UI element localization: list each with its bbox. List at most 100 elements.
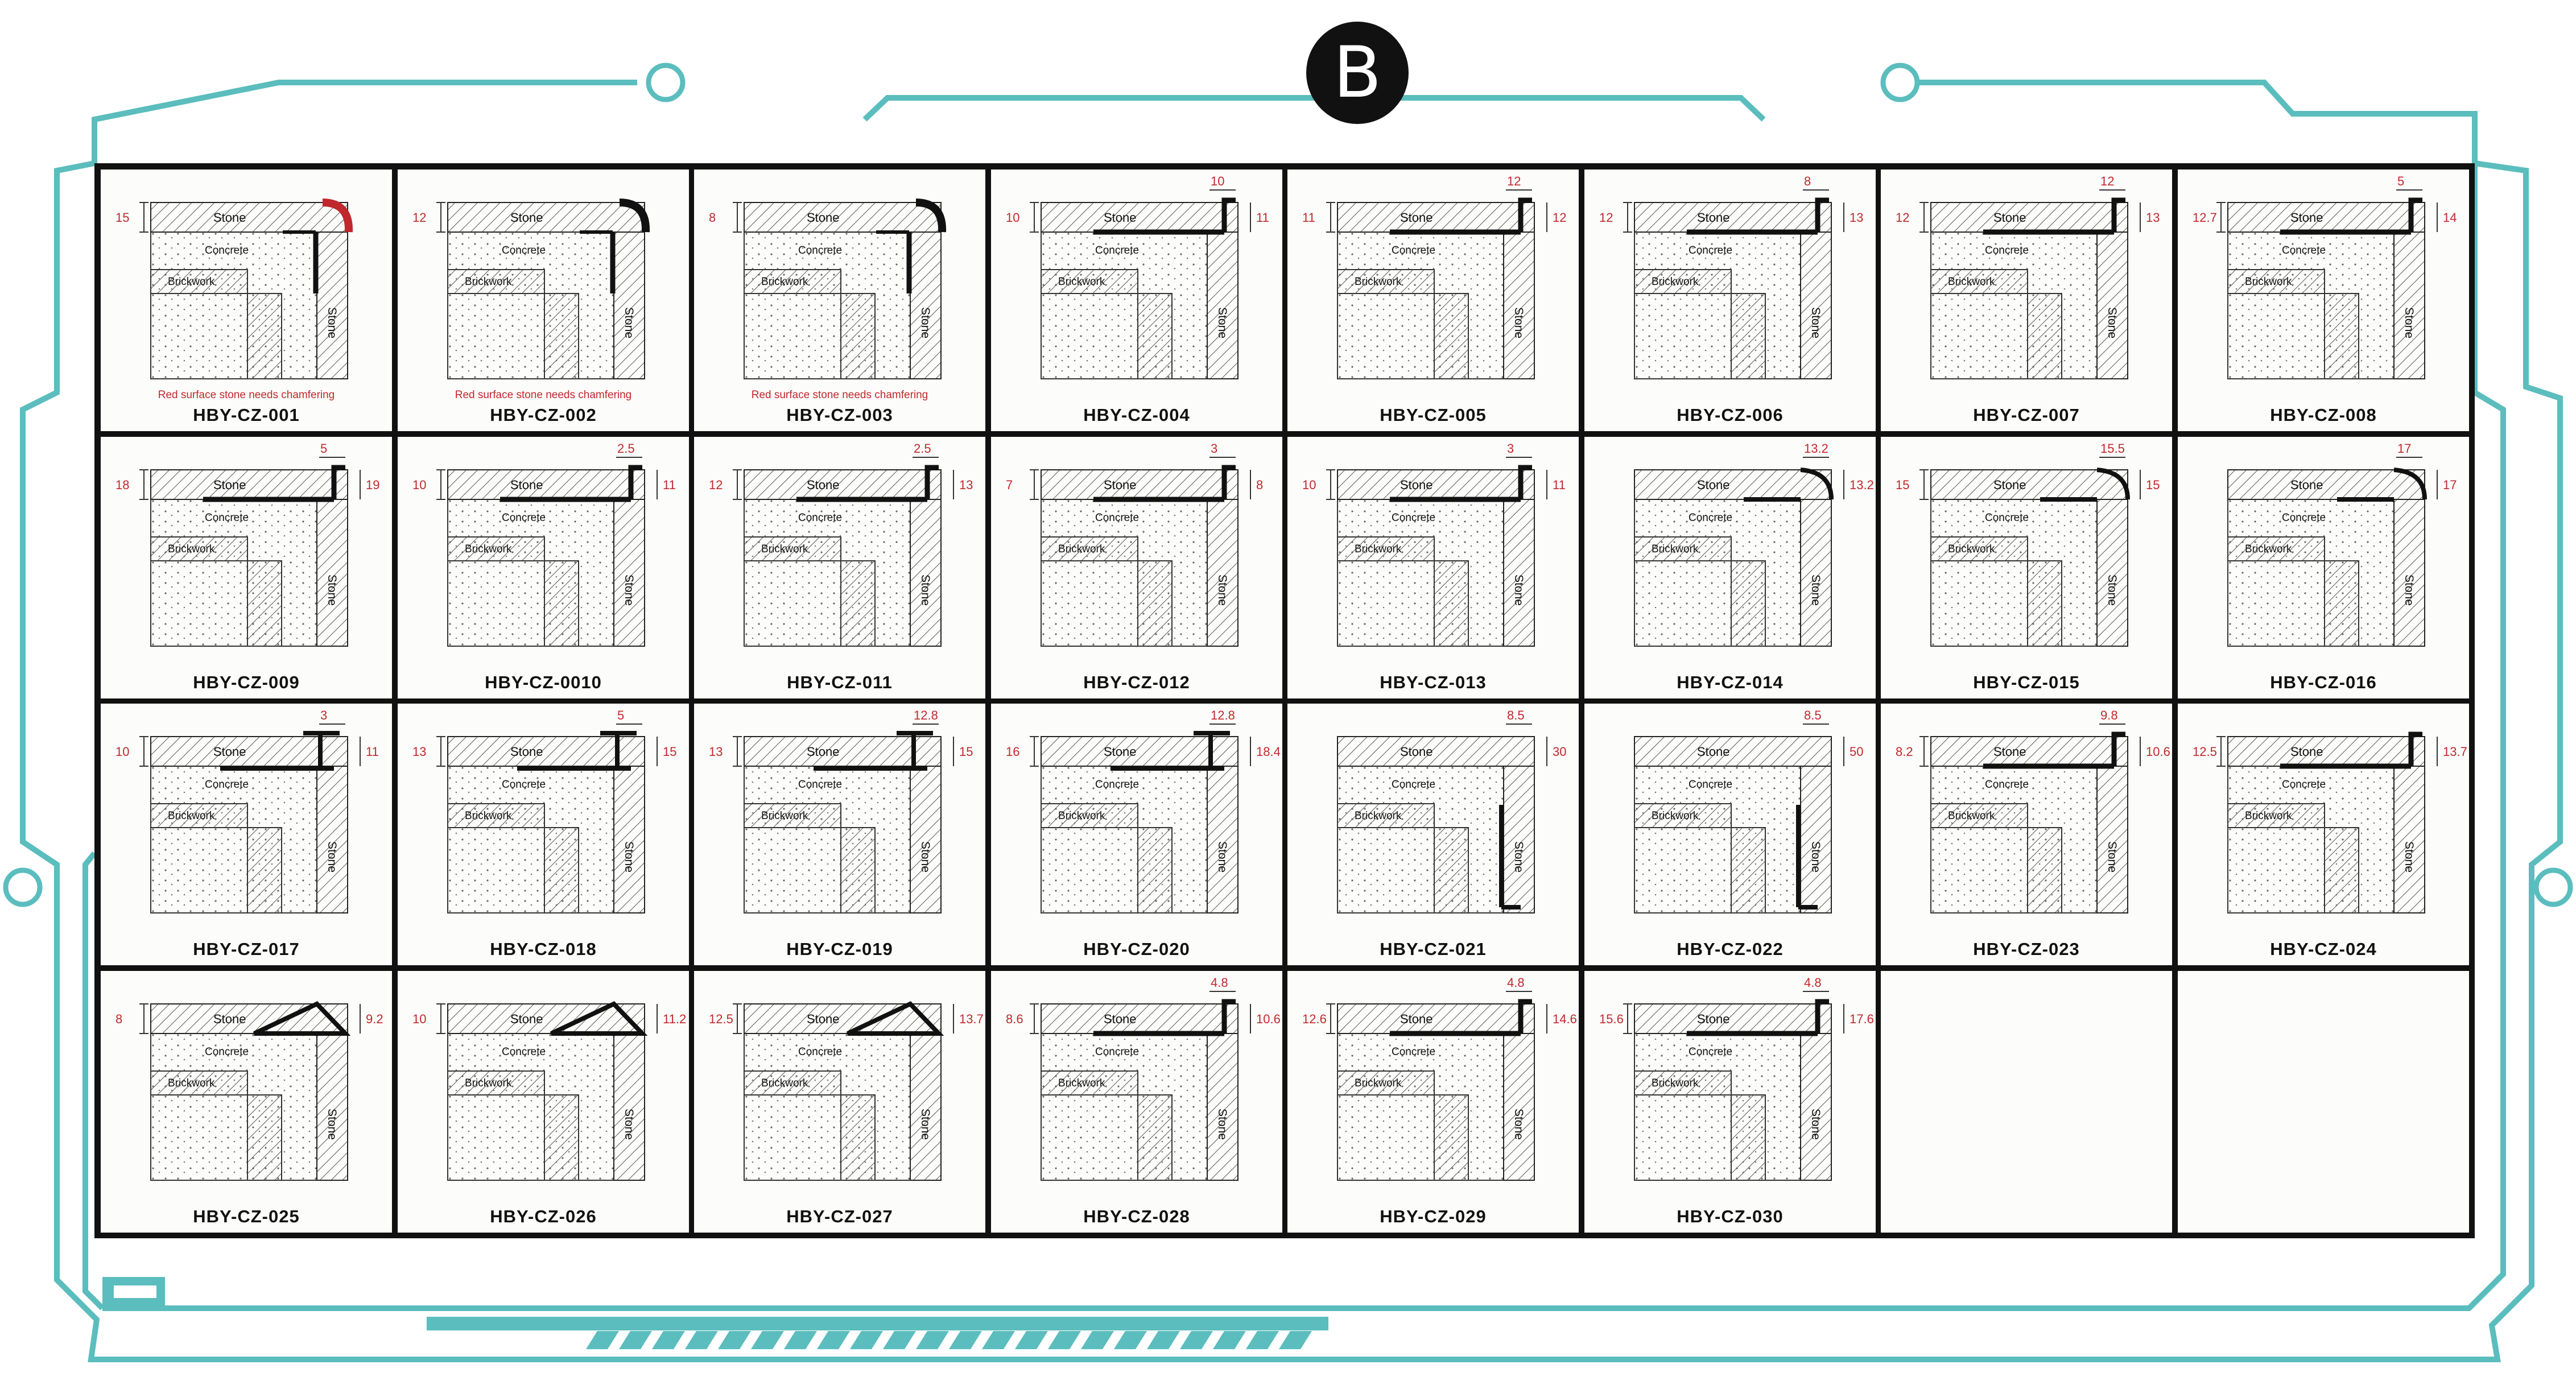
stone-label: Stone: [1216, 841, 1229, 873]
concrete-label: Concrete: [1392, 245, 1435, 257]
profile-code: HBY-CZ-009: [193, 672, 300, 692]
dimension-top: 3: [1211, 441, 1217, 456]
concrete-label: Concrete: [2282, 779, 2326, 791]
stone-label: Stone: [510, 1012, 543, 1026]
dimension-left: 18: [115, 478, 129, 492]
concrete-label: Concrete: [502, 245, 546, 257]
dimension-right: 11.2: [663, 1012, 686, 1026]
brickwork-label: Brickwork: [1355, 543, 1402, 555]
stone-label: Stone: [1400, 210, 1433, 225]
dimension-left: 8.2: [1896, 745, 1913, 759]
profile-code: HBY-CZ-015: [1973, 672, 2080, 692]
dimension-left: 11: [1302, 210, 1315, 225]
stone-label: Stone: [325, 1109, 338, 1140]
brickwork-label: Brickwork: [168, 543, 215, 555]
profile-code: HBY-CZ-021: [1380, 939, 1487, 959]
trim-profile: [2337, 468, 2427, 502]
dimension-left: 12.5: [2193, 745, 2217, 759]
profile-code: HBY-CZ-026: [490, 1206, 597, 1226]
trim-profile: [2280, 197, 2422, 235]
concrete-label: Concrete: [1095, 245, 1139, 257]
stone-label: Stone: [622, 574, 635, 606]
profile-code: HBY-CZ-007: [1973, 405, 2080, 425]
stone-label: Stone: [1993, 478, 2026, 492]
stone-label: Stone: [1809, 574, 1822, 606]
dimension-top: 5: [320, 441, 327, 456]
stone-label: Stone: [1216, 574, 1229, 606]
trim-profile: [203, 465, 345, 502]
concrete-label: Concrete: [205, 245, 249, 257]
trim-profile: [847, 1001, 944, 1036]
dimension-left: 16: [1006, 745, 1019, 759]
brickwork-label: Brickwork: [2245, 810, 2292, 822]
stone-label: Stone: [2106, 841, 2119, 873]
stone-label: Stone: [1993, 745, 2026, 759]
dimension-left: 13: [412, 745, 426, 759]
concrete-label: Concrete: [205, 512, 249, 524]
dimension-right: 8: [1256, 478, 1263, 492]
profile-code: HBY-CZ-012: [1083, 672, 1190, 692]
dimension-left: 15.6: [1599, 1012, 1624, 1026]
stone-label: Stone: [325, 307, 338, 338]
concrete-label: Concrete: [1689, 245, 1732, 257]
dimension-top: 3: [320, 708, 327, 722]
profile-code: HBY-CZ-018: [490, 939, 597, 959]
chamfer-note: Red surface stone needs chamfering: [158, 389, 335, 401]
dimension-right: 13.7: [959, 1012, 984, 1026]
stone-label: Stone: [2402, 841, 2416, 873]
profile-code: HBY-CZ-028: [1083, 1206, 1190, 1226]
profile-code: HBY-CZ-014: [1677, 672, 1784, 692]
stone-label: Stone: [1104, 745, 1137, 759]
dimension-left: 8: [709, 210, 716, 225]
trim-profile: [1390, 465, 1532, 502]
stone-label: Stone: [510, 210, 543, 225]
dimension-top: 2.5: [617, 441, 635, 456]
profile-code: HBY-CZ-011: [787, 672, 893, 692]
concrete-label: Concrete: [1095, 779, 1139, 791]
stone-label: Stone: [919, 841, 932, 873]
dimension-right: 11: [663, 478, 676, 492]
stone-label: Stone: [622, 307, 635, 338]
dimension-right: 15: [663, 745, 676, 759]
brickwork-label: Brickwork: [1355, 1077, 1402, 1089]
stone-label: Stone: [919, 307, 932, 338]
concrete-label: Concrete: [1689, 779, 1732, 791]
dimension-top: 15.5: [2100, 441, 2125, 456]
stone-label: Stone: [2402, 574, 2416, 606]
dimension-right: 14: [2443, 210, 2457, 225]
stone-label: Stone: [1809, 841, 1822, 873]
trim-profile: [1111, 731, 1230, 771]
concrete-label: Concrete: [1095, 512, 1139, 524]
dimension-left: 12.5: [709, 1012, 733, 1026]
profile-code: HBY-CZ-016: [2270, 672, 2377, 692]
trim-profile: [1983, 731, 2125, 769]
stone-label: Stone: [622, 1109, 635, 1140]
profile-code: HBY-CZ-030: [1677, 1206, 1784, 1226]
dimension-left: 7: [1006, 478, 1013, 492]
dimension-top: 12.8: [914, 708, 938, 722]
dimension-top: 9.8: [2100, 708, 2118, 722]
trim-profile: [550, 1001, 648, 1036]
